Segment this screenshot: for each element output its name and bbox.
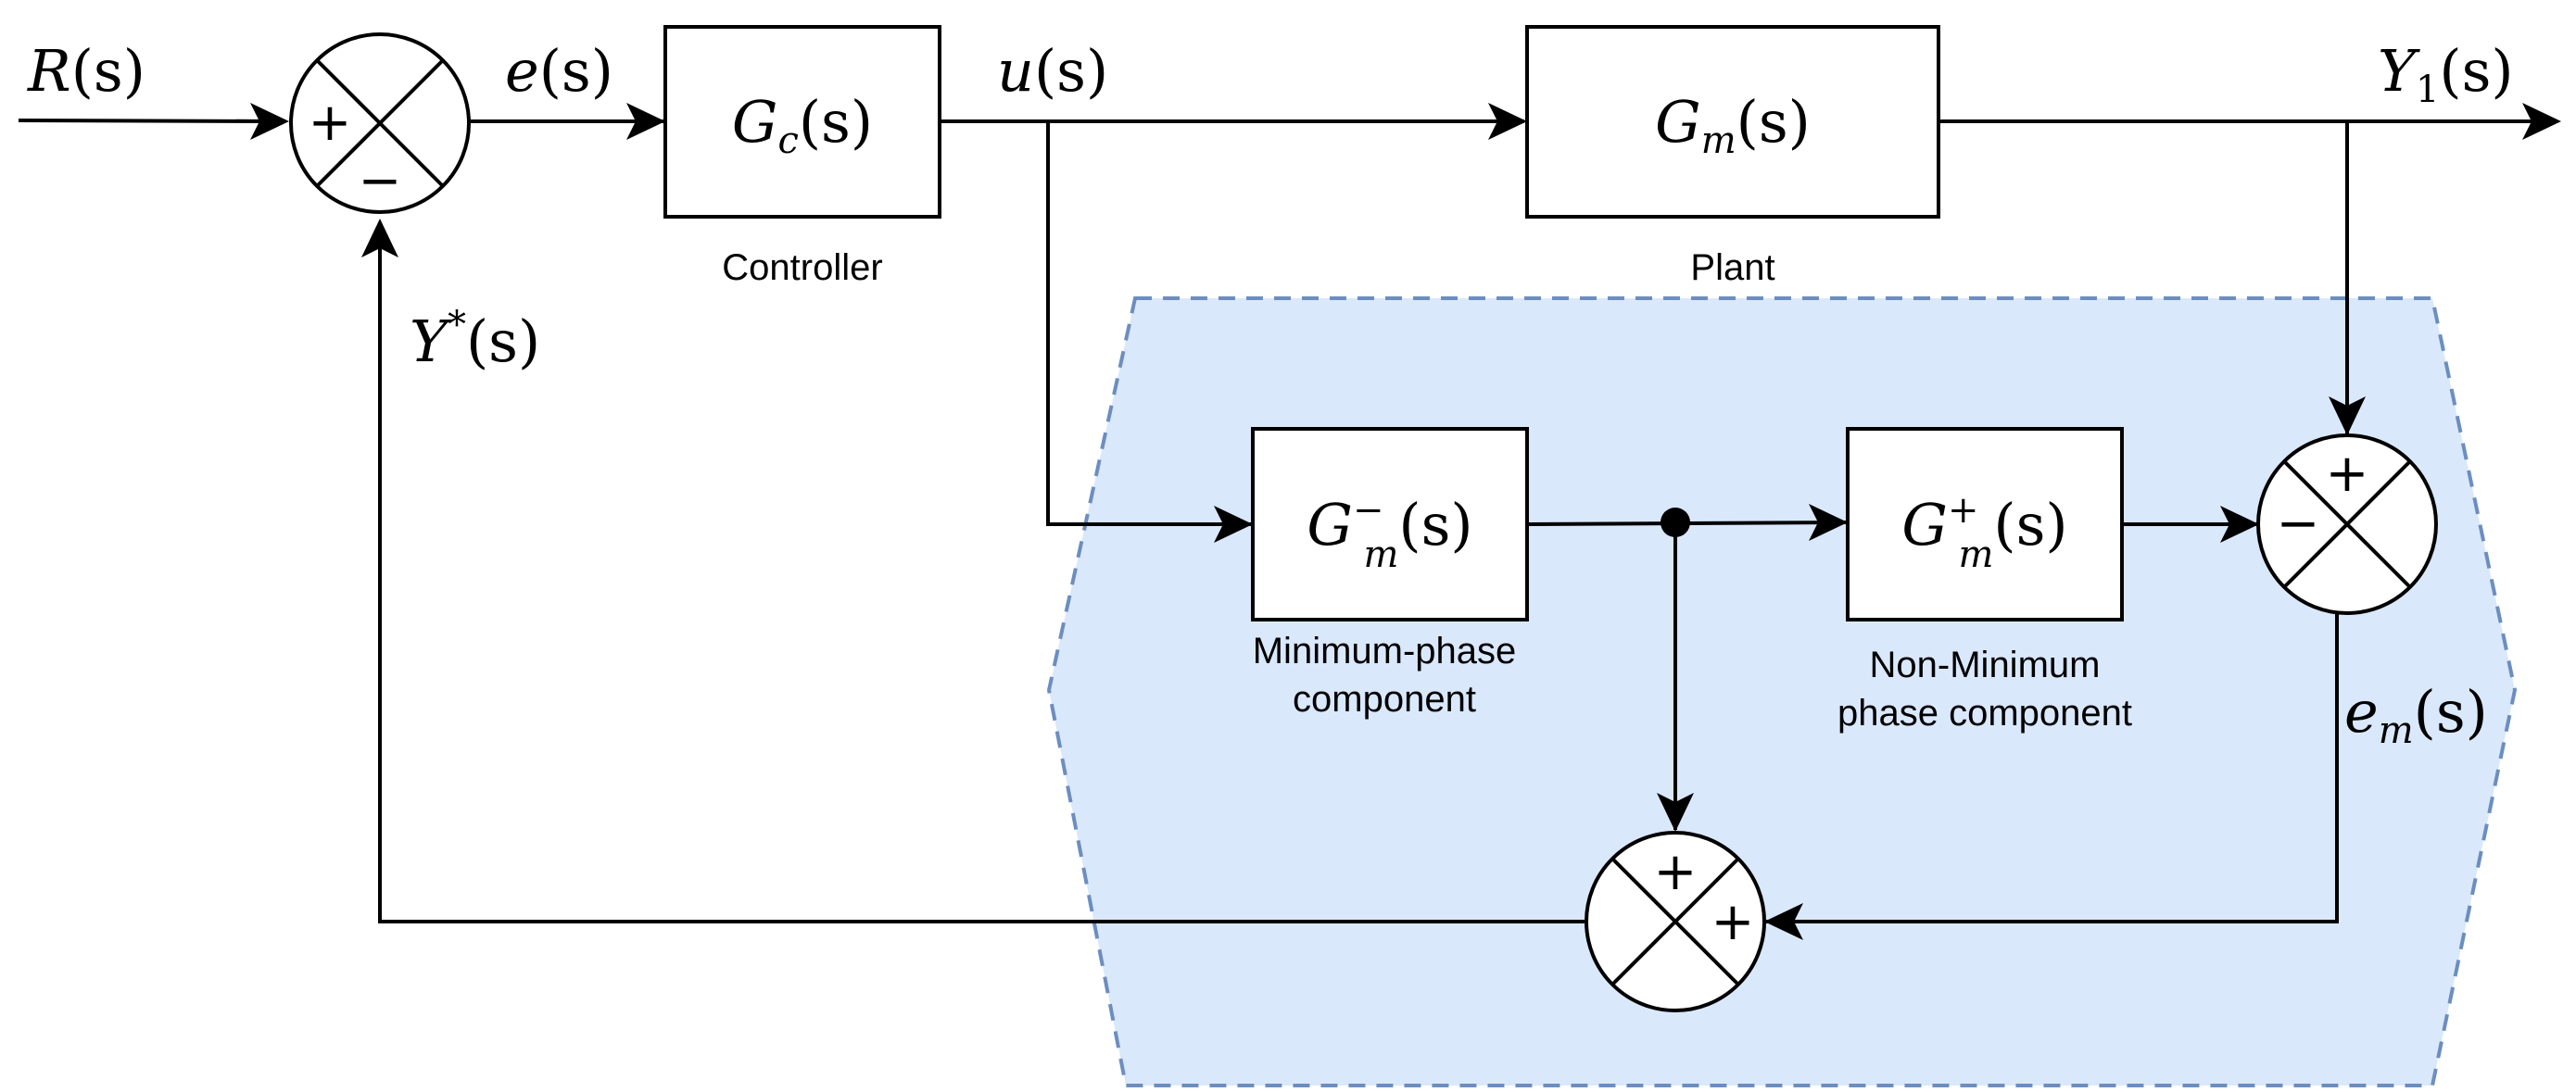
arrow-into-input-summer (250, 103, 289, 140)
summer-model: + − (2256, 433, 2438, 615)
summer-input: + − (289, 32, 471, 214)
label-feedback: Y*(s) (410, 304, 540, 375)
non-minimum-phase-caption-line2: phase component (1837, 693, 2132, 734)
block-controller: Gc(s) Controller (663, 25, 941, 288)
branch-point (1661, 508, 1690, 537)
wire-feedback (378, 222, 1585, 923)
non-minimum-phase-caption-line1: Non-Minimum (1870, 645, 2101, 685)
summer-feedback-sign-right: + (1711, 892, 1755, 952)
label-reference: R(s) (27, 37, 145, 105)
arrow-into-feedback-summer-right (1764, 903, 1803, 940)
summer-feedback-sign-top: + (1654, 842, 1698, 902)
arrow-into-nonmin-phase (1809, 504, 1848, 541)
summer-feedback: + + (1585, 831, 1766, 1012)
arrowheads (250, 103, 2561, 940)
summer-input-sign-left: + (309, 93, 352, 153)
wire-control-branch (1046, 121, 1251, 526)
label-error: e(s) (505, 37, 613, 105)
block-minimum-phase: G−m(s) Minimum-phase component (1251, 427, 1529, 720)
summer-model-sign-left: − (2277, 494, 2320, 554)
arrow-into-controller (626, 103, 665, 140)
wire-model-error (1766, 613, 2339, 923)
label-model-error: em(s) (2344, 678, 2488, 752)
wire-reference-input (18, 119, 286, 123)
arrow-output (2522, 103, 2561, 140)
internal-model-region (1046, 296, 2518, 1087)
arrow-into-plant (1488, 103, 1527, 140)
non-minimum-phase-tf: G+m(s) (1901, 489, 2067, 576)
arrow-into-min-phase (1214, 506, 1253, 543)
controller-caption: Controller (722, 247, 882, 288)
label-control: u(s) (997, 37, 1108, 105)
block-plant: Gm(s) Plant (1525, 25, 1940, 288)
plant-tf: Gm(s) (1655, 88, 1811, 162)
plant-caption: Plant (1690, 247, 1774, 288)
arrow-into-model-summer-top (2329, 396, 2366, 435)
block-non-minimum-phase: G+m(s) Non-Minimum phase component (1837, 427, 2132, 734)
summer-input-sign-bottom: − (359, 151, 402, 211)
arrow-into-model-summer-left (2220, 506, 2259, 543)
arrow-into-input-summer-bottom (361, 219, 398, 257)
minimum-phase-caption-line1: Minimum-phase (1253, 631, 1517, 672)
label-output: Y1(s) (2378, 37, 2514, 111)
summer-model-sign-top: + (2326, 444, 2369, 504)
minimum-phase-tf: G−m(s) (1307, 489, 1472, 576)
arrow-into-feedback-summer-top (1657, 793, 1694, 832)
controller-tf: Gc(s) (732, 88, 873, 162)
minimum-phase-caption-line2: component (1293, 679, 1476, 720)
signal-wires (18, 119, 2554, 923)
